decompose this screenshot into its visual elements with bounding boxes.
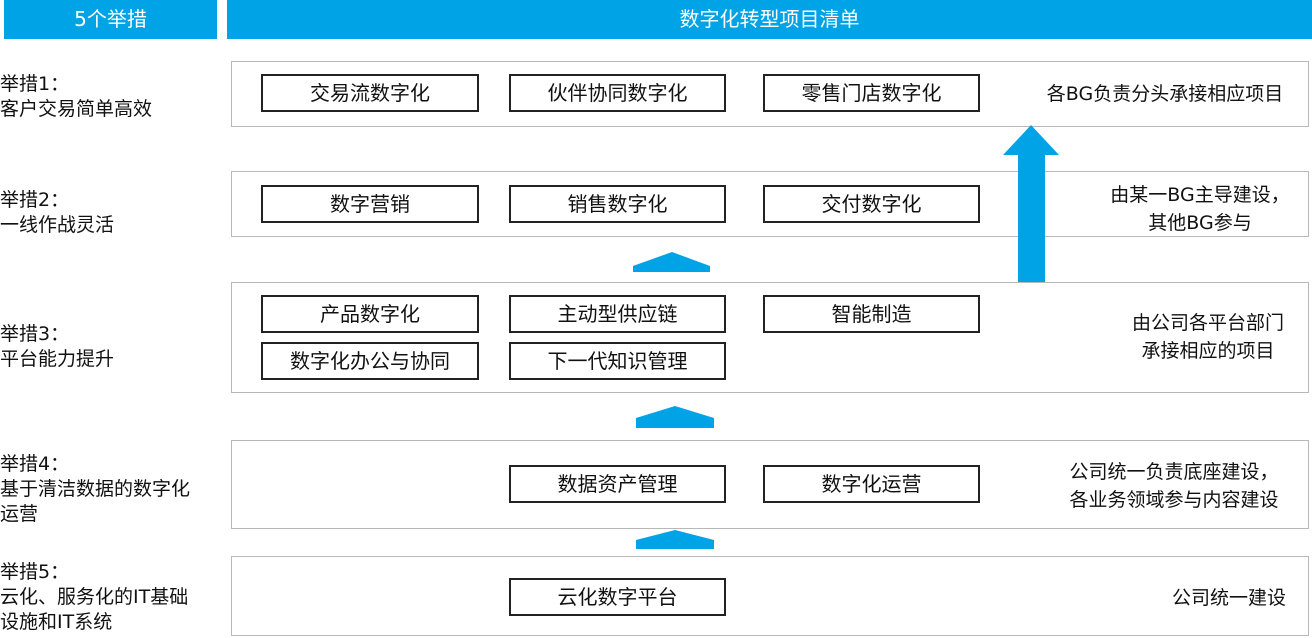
measure-label: 举措5： <box>0 561 70 583</box>
up-arrow-icon <box>636 406 714 428</box>
project-box: 交易流数字化 <box>261 74 479 112</box>
measure-text: 设施和IT系统 <box>0 611 113 633</box>
project-box: 下一代知识管理 <box>509 342 726 380</box>
note-line: 公司统一建设 <box>1171 587 1286 609</box>
measure-text: 运营 <box>0 503 39 525</box>
row-4-note: 公司统一负责底座建设， 各业务领域参与内容建设 <box>1040 458 1308 514</box>
note-line: 公司统一负责底座建设， <box>1069 461 1279 483</box>
row-5-frame <box>231 556 1309 636</box>
note-line: 各BG负责分头承接相应项目 <box>1046 83 1284 105</box>
note-line: 其他BG参与 <box>1148 212 1252 234</box>
row-3-measure: 举措3： 平台能力提升 <box>0 322 228 372</box>
note-line: 承接相应的项目 <box>1141 340 1275 362</box>
measure-label: 举措1： <box>0 73 70 95</box>
up-arrow-icon <box>633 252 710 272</box>
project-box: 零售门店数字化 <box>763 74 980 112</box>
project-box: 数字化办公与协同 <box>261 342 479 380</box>
measures-header: 5个举措 <box>4 0 217 39</box>
measure-text: 客户交易简单高效 <box>0 98 153 120</box>
project-box: 智能制造 <box>763 295 980 333</box>
row-5-measure: 举措5： 云化、服务化的IT基础 设施和IT系统 <box>0 560 228 635</box>
measure-label: 举措4： <box>0 453 70 475</box>
row-3-note: 由公司各平台部门 承接相应的项目 <box>1108 309 1308 365</box>
project-box: 主动型供应链 <box>509 295 726 333</box>
row-5-note: 公司统一建设 <box>1150 584 1308 612</box>
row-1-measure: 举措1： 客户交易简单高效 <box>0 72 228 122</box>
project-box: 伙伴协同数字化 <box>509 74 726 112</box>
row-4-measure: 举措4： 基于清洁数据的数字化 运营 <box>0 452 228 527</box>
project-box: 销售数字化 <box>509 185 726 223</box>
project-box: 产品数字化 <box>261 295 479 333</box>
measure-label: 举措3： <box>0 323 70 345</box>
row-2-measure: 举措2： 一线作战灵活 <box>0 188 228 238</box>
project-box: 数字化运营 <box>763 465 980 503</box>
note-line: 由某一BG主导建设， <box>1110 184 1290 206</box>
up-arrow-icon <box>636 530 714 549</box>
measure-text: 平台能力提升 <box>0 348 115 370</box>
measure-label: 举措2： <box>0 189 70 211</box>
tall-up-arrow-icon <box>1003 125 1059 282</box>
measure-text: 一线作战灵活 <box>0 214 115 236</box>
project-box: 交付数字化 <box>763 185 980 223</box>
project-list-header: 数字化转型项目清单 <box>227 0 1312 39</box>
note-line: 由公司各平台部门 <box>1131 312 1284 334</box>
row-1-note: 各BG负责分头承接相应项目 <box>1022 80 1308 108</box>
note-line: 各业务领域参与内容建设 <box>1069 489 1279 511</box>
project-box: 数据资产管理 <box>509 465 726 503</box>
project-box: 云化数字平台 <box>509 578 726 616</box>
measure-text: 云化、服务化的IT基础 <box>0 586 189 608</box>
row-2-note: 由某一BG主导建设， 其他BG参与 <box>1092 181 1308 237</box>
project-box: 数字营销 <box>261 185 479 223</box>
measure-text: 基于清洁数据的数字化 <box>0 478 191 500</box>
